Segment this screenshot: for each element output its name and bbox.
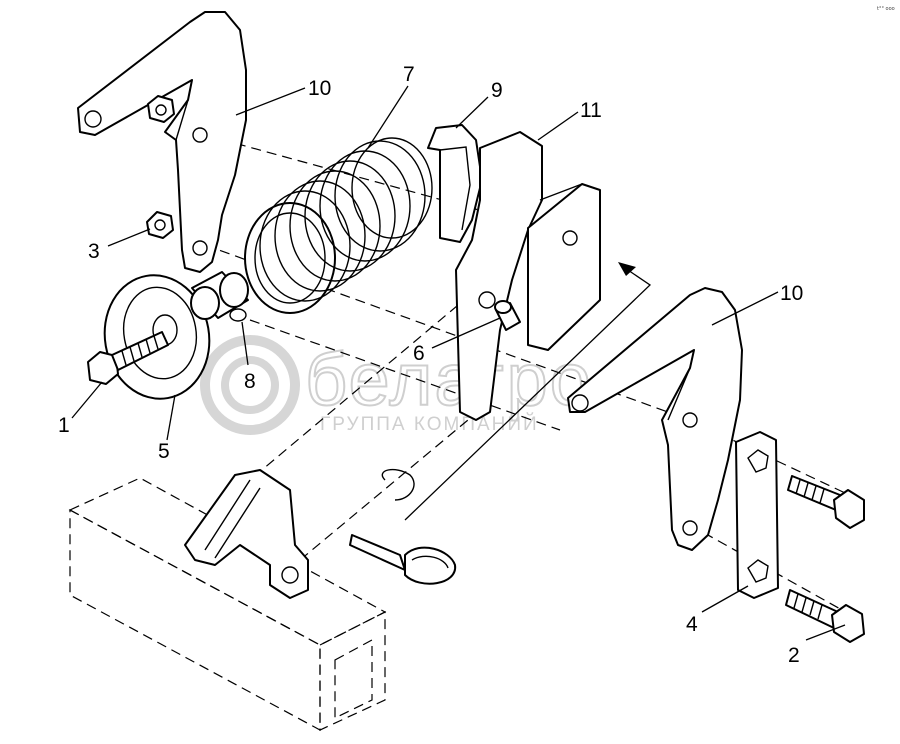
callout-1: 1 [58,414,70,437]
watermark-subtitle: ГРУППА КОМПАНИЙ [320,413,539,435]
leader-lines [71,85,846,641]
callout-10-right: 10 [780,282,803,305]
lever-11 [455,131,601,421]
callout-2: 2 [788,644,800,667]
left-plate-10 [77,11,247,273]
bushing-8 [190,271,249,322]
nut-3 [146,211,174,239]
link-plate-4 [735,431,779,599]
callout-7: 7 [403,63,415,86]
watermark-brand: белагро [305,338,593,421]
callout-8: 8 [244,370,256,393]
nut-upper [147,95,175,123]
right-plate-10 [567,287,743,551]
callout-3: 3 [88,240,100,263]
assembly-arrow [404,262,652,521]
callout-9: 9 [491,79,503,102]
watermark-logo-inner [221,356,279,414]
bolt-upper-right [787,475,865,529]
watermark: белагро ГРУППА КОМПАНИЙ [200,335,593,435]
callout-4: 4 [686,613,698,636]
pawl-9 [427,124,483,243]
callout-10-left: 10 [308,77,331,100]
callout-11: 11 [580,99,602,122]
corner-code: t°° ooo [877,6,895,12]
frame-beam [68,477,387,732]
beam-bracket [184,469,309,599]
watermark-logo-ring [200,335,300,435]
bolt-1 [87,331,169,385]
callout-6: 6 [413,342,425,365]
clevis-pin [349,468,457,585]
pin-6 [494,300,521,331]
callouts: 1 2 3 4 5 6 7 8 9 10 10 11 [58,63,803,667]
callout-5: 5 [158,440,170,463]
bolt-2 [785,589,865,643]
spring-7 [244,137,433,314]
